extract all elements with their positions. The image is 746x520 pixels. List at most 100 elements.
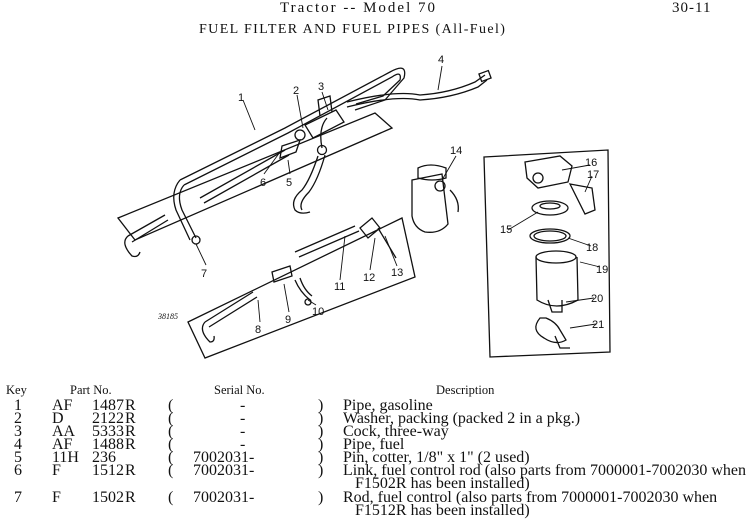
header-part-no: Part No. bbox=[70, 383, 112, 397]
paren-open: ( bbox=[168, 436, 174, 453]
cell-number: 2122 bbox=[92, 410, 124, 427]
paren-open: ( bbox=[168, 410, 174, 427]
table-row: 2 D 2122 R ( - ) Washer, packing (packed… bbox=[0, 410, 713, 427]
callout-6: 6 bbox=[260, 177, 266, 189]
paren-open: ( bbox=[168, 489, 174, 506]
paren-close: ) bbox=[318, 449, 324, 466]
callout-17: 17 bbox=[587, 169, 599, 181]
cell-serial: 7002031- bbox=[193, 462, 255, 479]
cell-number: 1488 bbox=[92, 436, 124, 453]
callout-9: 9 bbox=[285, 314, 291, 326]
table-row: 7 F 1502 R ( 7002031- ) Rod, fuel contro… bbox=[0, 489, 717, 506]
cell-prefix: D bbox=[52, 410, 64, 427]
cell-key: 4 bbox=[14, 436, 22, 453]
callout-19: 19 bbox=[596, 264, 608, 276]
callout-15: 15 bbox=[500, 224, 512, 236]
cell-number: 1487 bbox=[92, 397, 124, 414]
cell-prefix: AF bbox=[52, 397, 73, 414]
callout-8: 8 bbox=[255, 324, 261, 336]
cell-serial: - bbox=[240, 410, 246, 427]
fuel-pipe bbox=[346, 74, 486, 103]
callout-4: 4 bbox=[438, 54, 444, 66]
figure-id: 38185 bbox=[157, 312, 178, 321]
callout-3: 3 bbox=[318, 81, 324, 93]
cell-serial: 7002031- bbox=[193, 449, 255, 466]
callout-2: 2 bbox=[293, 85, 299, 97]
cell-prefix: F bbox=[52, 489, 61, 506]
header-serial-no: Serial No. bbox=[214, 383, 265, 397]
page-number: 30-11 bbox=[672, 0, 712, 16]
fuel-filter-bowl bbox=[411, 173, 449, 233]
paren-open: ( bbox=[168, 397, 174, 414]
cell-serial: - bbox=[240, 436, 246, 453]
three-way-cock bbox=[304, 95, 345, 139]
cell-description-continued: F1512R has been installed) bbox=[355, 502, 530, 519]
cell-suffix: R bbox=[125, 436, 136, 453]
cell-key: 2 bbox=[14, 410, 22, 427]
table-row: 1 AF 1487 R ( - ) Pipe, gasoline bbox=[0, 397, 713, 414]
cell-description-continued: F1502R has been installed) bbox=[355, 475, 530, 492]
table-row: 3 AA 5333 R ( - ) Cock, three-way bbox=[0, 423, 713, 440]
callout-1: 1 bbox=[238, 92, 244, 104]
paren-close: ) bbox=[318, 436, 324, 453]
cell-description: Washer, packing (packed 2 in a pkg.) bbox=[343, 410, 581, 427]
cell-suffix: R bbox=[125, 410, 136, 427]
cell-serial: 7002031- bbox=[193, 489, 255, 506]
paren-close: ) bbox=[318, 462, 324, 479]
cell-prefix: AA bbox=[52, 423, 76, 440]
cell-suffix: R bbox=[125, 462, 136, 479]
callout-16: 16 bbox=[585, 157, 597, 169]
cell-number: 1512 bbox=[92, 462, 124, 479]
cell-number: 236 bbox=[92, 449, 116, 466]
cell-serial: - bbox=[240, 423, 246, 440]
cell-prefix: 11H bbox=[52, 449, 79, 466]
gasoline-pipe bbox=[179, 67, 406, 181]
table-row: 6 F 1512 R ( 7002031- ) Link, fuel contr… bbox=[0, 462, 746, 479]
callout-20: 20 bbox=[591, 293, 603, 305]
paren-close: ) bbox=[318, 423, 324, 440]
callout-5: 5 bbox=[286, 177, 292, 189]
callout-10: 10 bbox=[312, 306, 324, 318]
filter-glass-bowl bbox=[535, 256, 579, 307]
paren-open: ( bbox=[168, 462, 174, 479]
callout-7: 7 bbox=[201, 268, 207, 280]
fuel-control-rod-panel bbox=[187, 217, 416, 359]
callout-14: 14 bbox=[450, 145, 462, 157]
cell-key: 3 bbox=[14, 423, 22, 440]
cell-key: 5 bbox=[14, 449, 22, 466]
callout-13: 13 bbox=[391, 267, 403, 279]
cell-key: 7 bbox=[14, 489, 22, 506]
callout-11: 11 bbox=[334, 281, 345, 293]
header-description: Description bbox=[436, 383, 495, 397]
cell-prefix: F bbox=[52, 462, 61, 479]
cell-description: Pipe, fuel bbox=[343, 436, 405, 453]
cell-suffix: R bbox=[125, 397, 136, 414]
cell-description: Pin, cotter, 1/8" x 1" (2 used) bbox=[343, 449, 530, 466]
cell-suffix: R bbox=[125, 489, 136, 506]
page-header-title: Tractor -- Model 70 bbox=[280, 0, 438, 16]
callout-18: 18 bbox=[586, 242, 598, 254]
section-title: FUEL FILTER AND FUEL PIPES (All-Fuel) bbox=[199, 22, 507, 37]
callout-21: 21 bbox=[592, 319, 604, 331]
paren-close: ) bbox=[318, 489, 324, 506]
cell-description: Rod, fuel control (also parts from 70000… bbox=[343, 489, 718, 506]
cell-key: 1 bbox=[14, 397, 22, 414]
cell-number: 1502 bbox=[92, 489, 124, 506]
fuel-control-rod bbox=[199, 149, 290, 204]
cell-description: Pipe, gasoline bbox=[343, 397, 433, 414]
cell-number: 5333 bbox=[92, 423, 124, 440]
cell-key: 6 bbox=[14, 462, 22, 479]
cell-description: Link, fuel control rod (also parts from … bbox=[343, 462, 746, 479]
fuel-pipe-bracket-panel bbox=[116, 112, 394, 241]
cell-prefix: AF bbox=[52, 436, 73, 453]
cell-serial: - bbox=[240, 397, 246, 414]
paren-open: ( bbox=[168, 423, 174, 440]
cell-suffix: R bbox=[125, 423, 136, 440]
exploded-view-frame bbox=[483, 149, 611, 358]
paren-open: ( bbox=[168, 449, 174, 466]
parts-diagram: 1 2 3 4 5 6 7 8 9 10 11 12 13 14 15 16 1… bbox=[116, 54, 611, 359]
paren-close: ) bbox=[318, 410, 324, 427]
paren-close: ) bbox=[318, 397, 324, 414]
header-key: Key bbox=[6, 383, 27, 397]
cell-description: Cock, three-way bbox=[343, 423, 449, 440]
